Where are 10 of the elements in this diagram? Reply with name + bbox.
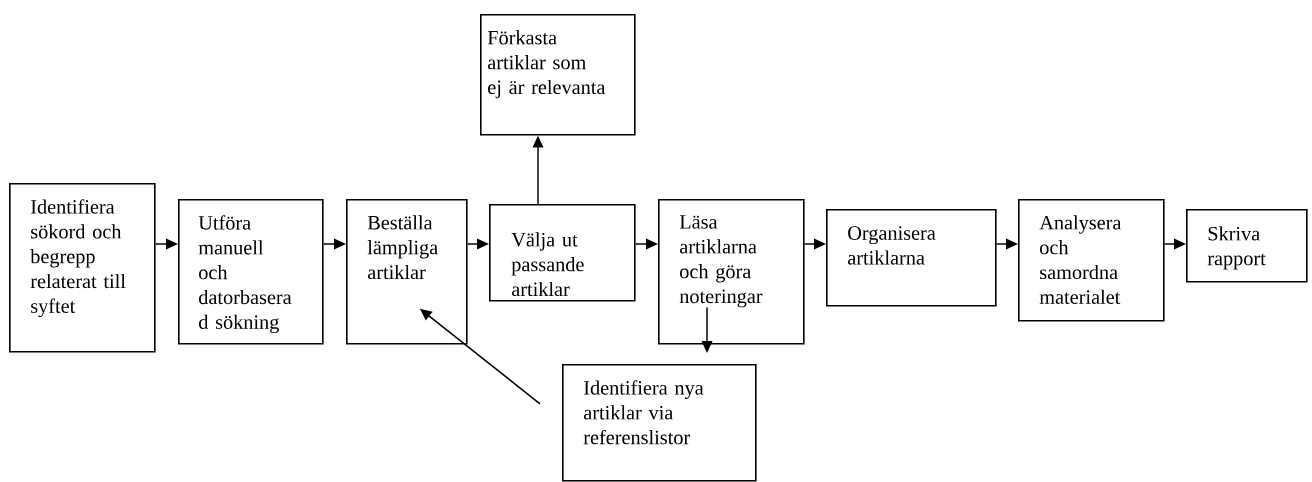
process-box: Förkasta artiklar som ej är relevanta xyxy=(480,14,636,136)
process-box: Läsa artiklarna och göra noteringar xyxy=(658,199,805,345)
process-box: Organisera artiklarna xyxy=(826,209,997,307)
process-box: Beställa lämpliga artiklar xyxy=(346,199,468,345)
process-box: Utföra manuell och datorbasera d sökning xyxy=(178,199,324,345)
process-box: Skriva rapport xyxy=(1186,209,1308,283)
process-box: Identifiera nya artiklar via referenslistor xyxy=(562,364,757,482)
process-box: Identifiera sökord och begrepp relaterat till syftet xyxy=(9,183,156,353)
process-box: Analysera och samordna materialet xyxy=(1018,199,1165,322)
process-box: Välja ut passande artiklar xyxy=(489,204,636,302)
